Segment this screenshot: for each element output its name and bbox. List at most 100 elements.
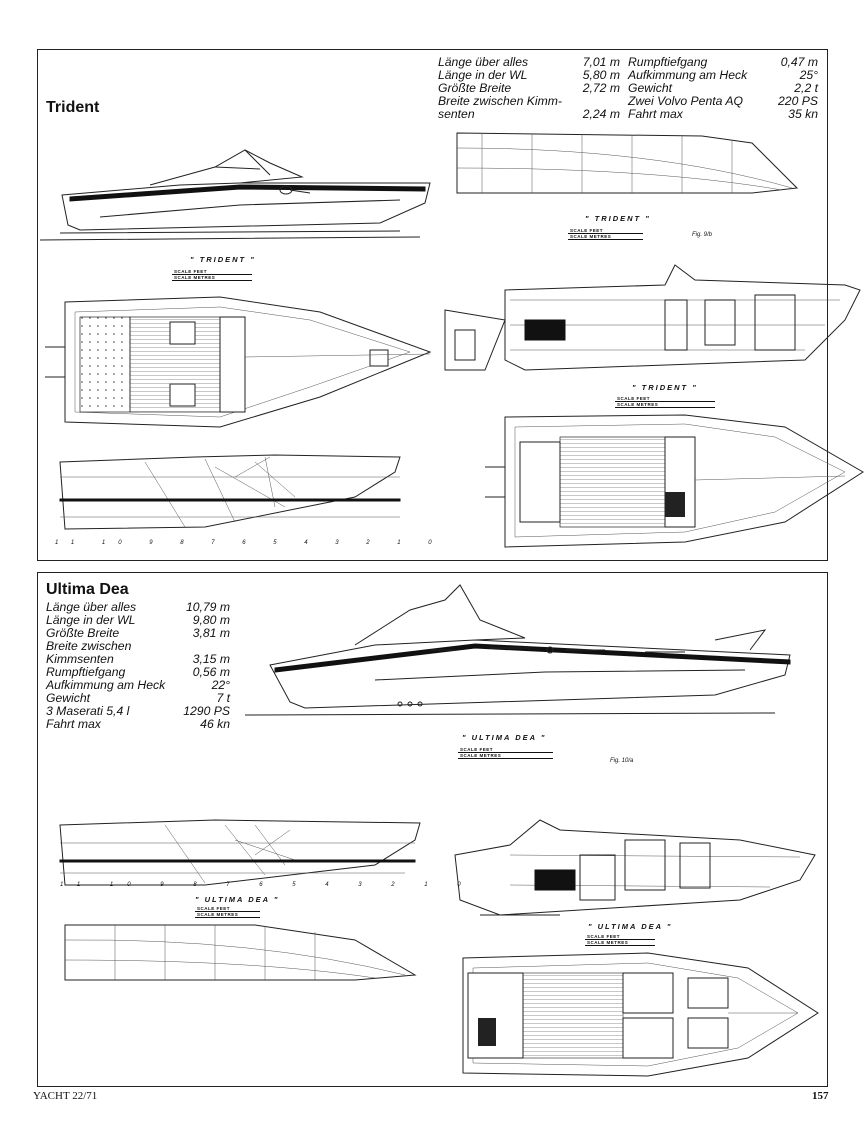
spec-row: Zwei Volvo Penta AQ 220 PS — [628, 95, 818, 108]
trident-side-profile — [39, 149, 431, 241]
ultima-dea-label-2: " ULTIMA DEA " — [195, 895, 280, 904]
spec-value: 2,2 t — [794, 81, 818, 95]
scale-feet: SCALE FEET — [615, 396, 715, 402]
trident-title: Trident — [46, 99, 100, 116]
ultima-dea-hull-lines — [59, 819, 421, 886]
scale-metres: SCALE METRES — [568, 234, 643, 240]
ultima-dea-scale-2: SCALE FEET SCALE METRES — [195, 906, 260, 918]
spec-label: Gewicht — [46, 691, 91, 705]
spec-value: 0,56 m — [192, 665, 230, 679]
spec-row: Aufkimmung am Heck 25° — [628, 69, 818, 82]
spec-value: 46 kn — [200, 717, 230, 731]
scale-feet: SCALE FEET — [195, 906, 260, 912]
spec-label: Aufkimmung am Heck — [628, 68, 748, 82]
spec-value: 35 kn — [788, 107, 818, 121]
scale-metres: SCALE METRES — [585, 940, 655, 946]
trident-station-numbers: 11 10 9 8 7 6 5 4 3 2 1 0 — [55, 540, 445, 546]
spec-row: Gewicht 7 t — [46, 692, 230, 705]
spec-label: 3 Maserati 5,4 l — [46, 704, 130, 718]
spec-label: Größte Breite — [438, 81, 512, 95]
spec-row: Gewicht 2,2 t — [628, 82, 818, 95]
ultima-dea-label-3: " ULTIMA DEA " — [588, 922, 673, 931]
spec-value: 1290 PS — [183, 704, 230, 718]
ultima-dea-fig-label: Fig. 10/a — [610, 758, 634, 764]
spec-label: Rumpftiefgang — [628, 55, 708, 69]
spec-value: 22° — [211, 678, 230, 692]
spec-row: Aufkimmung am Heck 22° — [46, 679, 230, 692]
trident-specs-right: Rumpftiefgang 0,47 m Aufkimmung am Heck 25°… — [628, 56, 818, 121]
spec-row: Fahrt max 46 kn — [46, 718, 230, 731]
ultima-dea-side-profile — [244, 584, 791, 716]
trident-interior-plan — [485, 414, 864, 548]
spec-label: Kimmsenten — [46, 652, 114, 666]
trident-deck-plan — [45, 296, 432, 428]
spec-value: 3,81 m — [192, 626, 230, 640]
trident-label-3: " TRIDENT " — [632, 383, 698, 392]
spec-row: Größte Breite 2,72 m — [438, 82, 620, 95]
ultima-dea-scale-1: SCALE FEET SCALE METRES — [458, 747, 553, 759]
trident-label-2: " TRIDENT " — [190, 255, 256, 264]
spec-label: Gewicht — [628, 81, 673, 95]
spec-row: Länge in der WL 9,80 m — [46, 614, 230, 627]
spec-row: Länge in der WL 5,80 m — [438, 69, 620, 82]
spec-label: Breite zwischen — [46, 639, 132, 653]
spec-row: Rumpftiefgang 0,47 m — [628, 56, 818, 69]
spec-row: senten 2,24 m — [438, 108, 620, 121]
spec-label: Länge über alles — [438, 55, 529, 69]
spec-value: 220 PS — [778, 94, 818, 108]
spec-row: Größte Breite 3,81 m — [46, 627, 230, 640]
trident-panel — [37, 49, 828, 561]
spec-value: 7 t — [216, 691, 230, 705]
spec-label: Länge in der WL — [438, 68, 528, 82]
spec-label: Rumpftiefgang — [46, 665, 126, 679]
page-number: 157 — [812, 1090, 829, 1102]
spec-label: Fahrt max — [46, 717, 101, 731]
ultima-dea-inboard-profile — [454, 819, 816, 916]
spec-row: Rumpftiefgang 0,56 m — [46, 666, 230, 679]
spec-label: Fahrt max — [628, 107, 683, 121]
spec-value: 10,79 m — [185, 600, 230, 614]
spec-label: Größte Breite — [46, 626, 120, 640]
trident-hull-lines-top — [456, 132, 799, 194]
trident-inboard-profile — [444, 264, 861, 371]
spec-value: 2,72 m — [582, 81, 620, 95]
spec-value: 0,47 m — [780, 55, 818, 69]
scale-metres: SCALE METRES — [615, 402, 715, 408]
spec-label: Zwei Volvo Penta AQ — [628, 94, 743, 108]
spec-label: Aufkimmung am Heck — [46, 678, 166, 692]
trident-label-1: " TRIDENT " — [585, 214, 651, 223]
ultima-dea-title: Ultima Dea — [46, 581, 129, 598]
spec-value: 3,15 m — [192, 652, 230, 666]
ultima-dea-label-1: " ULTIMA DEA " — [462, 733, 547, 742]
scale-metres: SCALE METRES — [172, 275, 252, 281]
scale-feet: SCALE FEET — [568, 228, 643, 234]
scale-metres: SCALE METRES — [195, 912, 260, 918]
spec-row: Länge über alles 7,01 m — [438, 56, 620, 69]
spec-label: Länge in der WL — [46, 613, 136, 627]
trident-specs-left: Länge über alles 7,01 m Länge in der WL 5,8… — [438, 56, 620, 121]
trident-hull-lines-bottom — [59, 454, 401, 530]
spec-row: 3 Maserati 5,4 l 1290 PS — [46, 705, 230, 718]
ultima-dea-interior-plan — [462, 952, 819, 1077]
spec-value: 7,01 m — [582, 55, 620, 69]
spec-row: Länge über alles 10,79 m — [46, 601, 230, 614]
trident-fig-label: Fig. 9/b — [692, 232, 713, 238]
spec-value: 25° — [799, 68, 818, 82]
spec-value: 9,80 m — [192, 613, 230, 627]
spec-value: 5,80 m — [582, 68, 620, 82]
trident-scale-2: SCALE FEET SCALE METRES — [172, 269, 252, 281]
spec-value: 2,24 m — [582, 107, 620, 121]
scale-feet: SCALE FEET — [458, 747, 553, 753]
scale-feet: SCALE FEET — [585, 934, 655, 940]
ultima-dea-specs: Länge über alles 10,79 m Länge in der WL 9,… — [46, 601, 230, 731]
scale-metres: SCALE METRES — [458, 753, 553, 759]
spec-label: Länge über alles — [46, 600, 137, 614]
footer-magazine: YACHT 22/71 — [33, 1090, 98, 1102]
spec-row: Breite zwischen — [46, 640, 230, 653]
spec-row: Breite zwischen Kimm- — [438, 95, 620, 108]
ultima-dea-station-numbers: 11 10 9 8 7 6 5 4 3 2 1 0 — [60, 882, 475, 888]
spec-row: Kimmsenten 3,15 m — [46, 653, 230, 666]
trident-scale-1: SCALE FEET SCALE METRES — [568, 228, 643, 240]
ultima-dea-scale-3: SCALE FEET SCALE METRES — [585, 934, 655, 946]
spec-label: senten — [438, 107, 475, 121]
